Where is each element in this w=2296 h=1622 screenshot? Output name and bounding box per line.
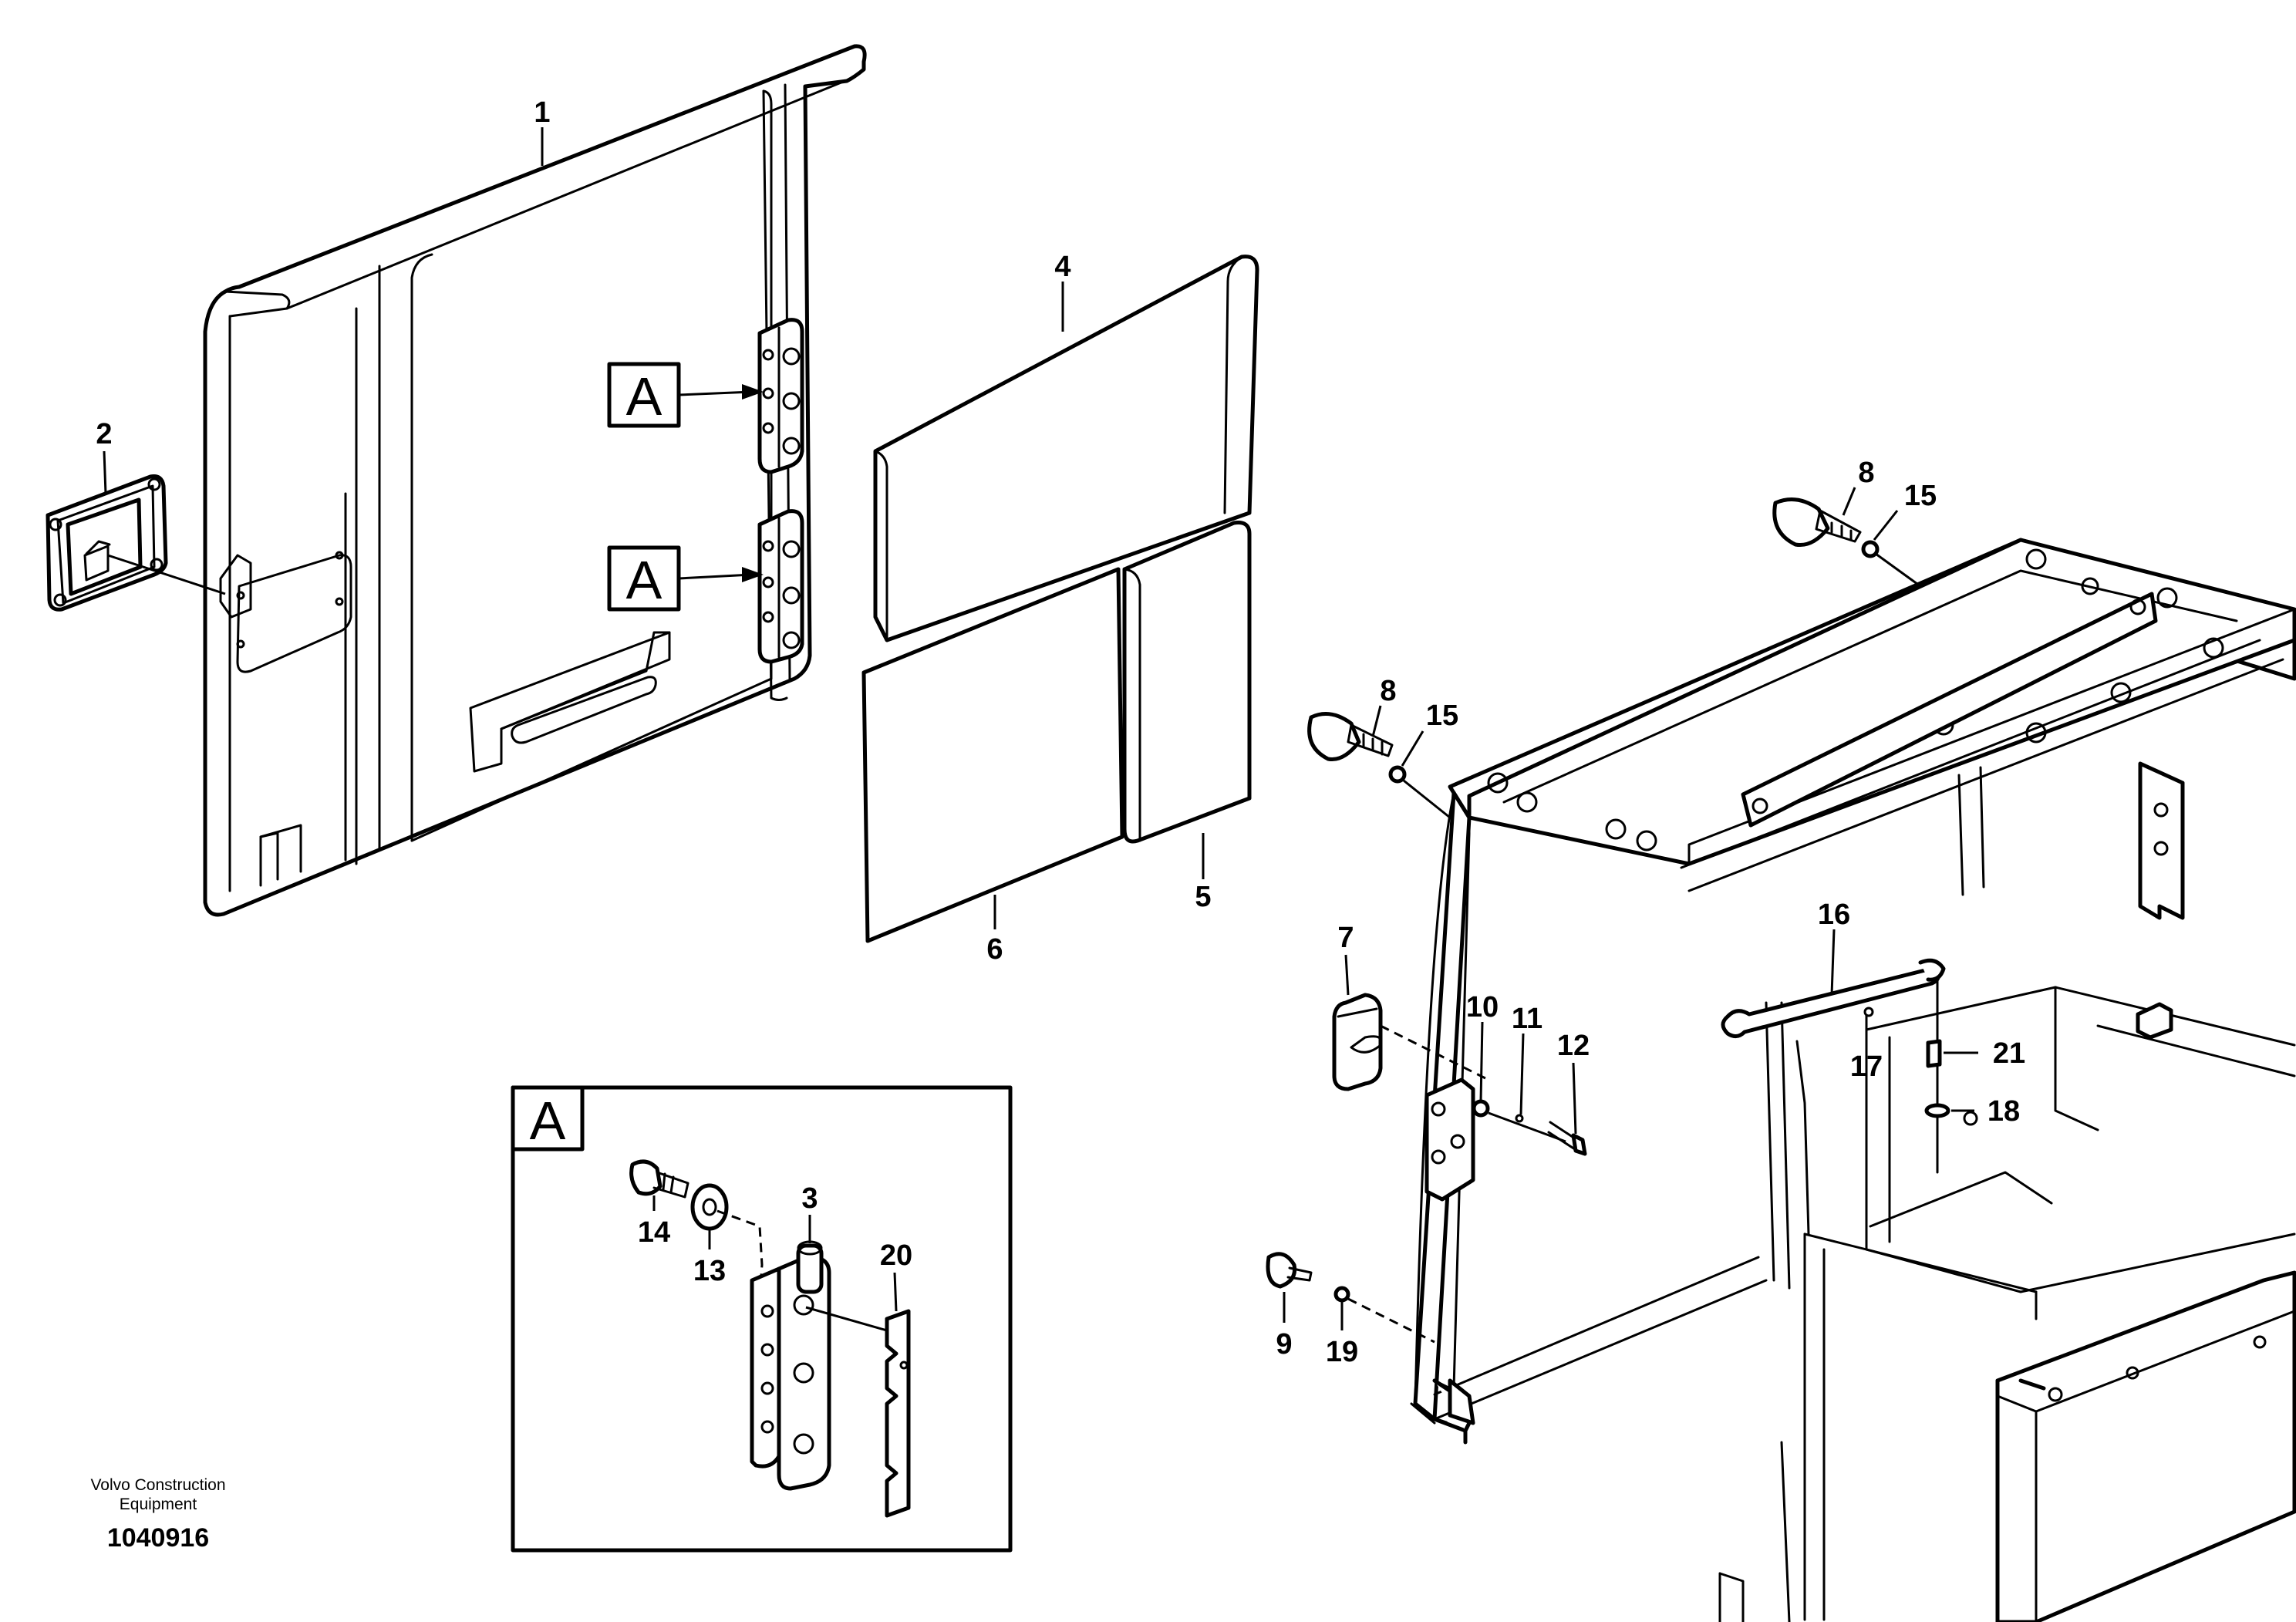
callout-5: 5 (1195, 881, 1211, 913)
footer: Volvo Construction Equipment 1040916 (90, 1476, 225, 1553)
callout-18: 18 (1988, 1095, 2020, 1128)
callout-20: 20 (880, 1239, 912, 1272)
detail-reference-upper: A (607, 362, 764, 428)
callout-15-upper: 15 (1904, 480, 1937, 512)
detail-reference-lower: A (607, 545, 764, 612)
lower-hinge (757, 509, 804, 664)
callout-14: 14 (638, 1216, 670, 1249)
svg-text:A: A (530, 1091, 566, 1151)
stop-bumper-lower (1307, 712, 1451, 819)
callout-2: 2 (96, 418, 112, 450)
svg-text:A: A (626, 366, 663, 427)
company-name-line1: Volvo Construction (90, 1476, 225, 1494)
door-panel (203, 44, 867, 917)
callout-21: 21 (1993, 1037, 2025, 1070)
upper-hinge (757, 318, 804, 474)
callout-13: 13 (693, 1255, 726, 1287)
svg-text:A: A (626, 550, 663, 610)
stop-bumper-upper (1772, 497, 1921, 588)
door-handle (46, 474, 226, 612)
door-catch (1332, 993, 1587, 1156)
insulation-panel-4 (873, 255, 1259, 642)
callout-9: 9 (1276, 1328, 1292, 1361)
callout-16: 16 (1818, 899, 1850, 931)
callout-8-lower: 8 (1380, 675, 1396, 707)
document-number: 1040916 (107, 1523, 209, 1553)
bolt-and-washer (1266, 1252, 1435, 1344)
insulation-panel-6 (861, 567, 1124, 943)
callout-17: 17 (1850, 1050, 1883, 1083)
company-name-line2: Equipment (120, 1496, 197, 1513)
detail-view-a: A (511, 1085, 1013, 1553)
hold-open-rod (1721, 958, 1950, 1174)
callout-7: 7 (1337, 922, 1354, 954)
callout-12: 12 (1557, 1030, 1590, 1062)
callout-15-lower: 15 (1426, 700, 1458, 732)
callout-3: 3 (801, 1182, 818, 1215)
callout-19: 19 (1326, 1336, 1358, 1368)
callout-1: 1 (534, 96, 550, 129)
callout-4: 4 (1054, 251, 1070, 283)
callout-10: 10 (1466, 991, 1499, 1023)
callout-11: 11 (1512, 1003, 1542, 1035)
callouts: 1 2 4 5 6 7 8 8 9 10 11 12 13 14 15 15 1 (96, 96, 2025, 1368)
cab-frame (1410, 538, 2296, 1622)
callout-6: 6 (986, 933, 1003, 966)
callout-8-upper: 8 (1858, 457, 1874, 489)
insulation-panel-5 (1122, 521, 1252, 844)
